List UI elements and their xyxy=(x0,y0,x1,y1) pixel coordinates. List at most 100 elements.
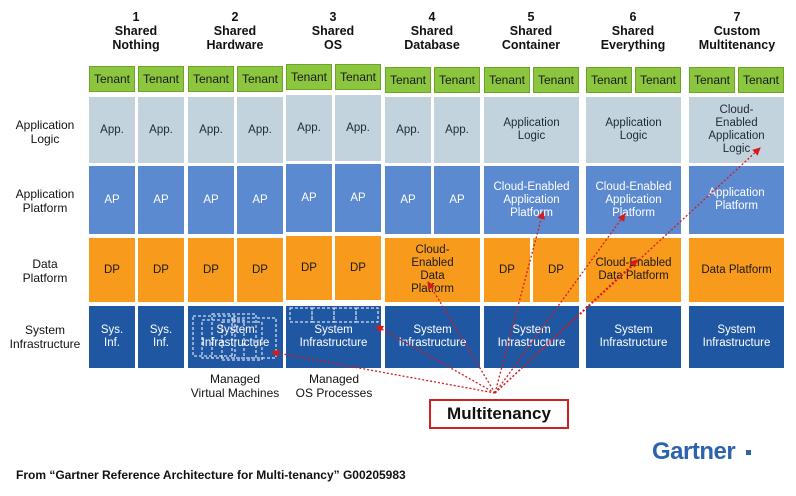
application-logic-cell: Application Logic xyxy=(586,97,681,163)
app-logic-cell: App. xyxy=(89,97,135,163)
column-number: 1 xyxy=(132,10,140,24)
system-infrastructure-cell: System Infrastructure xyxy=(586,306,681,368)
column-title-line1: Shared xyxy=(410,24,454,38)
row-label-line1: Data xyxy=(32,257,58,271)
column-number: 4 xyxy=(428,10,436,24)
ap-cell: AP xyxy=(138,166,184,234)
column-number: 6 xyxy=(629,10,637,24)
caption-line1: Managed xyxy=(308,372,360,386)
row-label-data-platform: Data Platform xyxy=(6,257,84,285)
row-label-line1: System xyxy=(24,323,65,337)
row-label-line2: Platform xyxy=(22,271,68,285)
system-infrastructure-cell: System Infrastructure xyxy=(385,306,480,368)
column-title-line2: Everything xyxy=(600,38,666,52)
ap-cell: AP xyxy=(286,164,332,232)
tenant-cell: Tenant xyxy=(138,66,184,92)
app-logic-cell: App. xyxy=(138,97,184,163)
vm-outline xyxy=(201,319,245,359)
vm-outline xyxy=(231,317,277,359)
application-logic-cell: Application Logic xyxy=(484,97,579,163)
app-logic-cell: App. xyxy=(385,97,431,163)
multitenancy-arrows xyxy=(271,147,761,394)
column-title-line2: Container xyxy=(501,38,561,52)
column-title-line2: Hardware xyxy=(206,38,264,52)
column-header-3: 3 Shared OS xyxy=(285,10,381,52)
process-outline xyxy=(333,307,357,323)
cloud-enabled-data-platform-cell: Cloud-Enabled Data Platform xyxy=(385,238,480,302)
multitenancy-label: Multitenancy xyxy=(429,399,569,429)
tenant-cell: Tenant xyxy=(738,67,784,93)
column-number: 3 xyxy=(329,10,337,24)
arrow-to-shared-database xyxy=(427,281,496,394)
arrow-to-shared-os xyxy=(375,325,496,394)
app-logic-cell: App. xyxy=(434,97,480,163)
caption-line2: Virtual Machines xyxy=(190,386,280,400)
row-label-line1: Application xyxy=(15,118,75,132)
caption-managed-os-processes: Managed OS Processes xyxy=(280,372,388,400)
gartner-logo: Gartner xyxy=(652,438,736,465)
app-logic-cell: App. xyxy=(335,95,381,161)
column-header-7: 7 Custom Multitenancy xyxy=(688,10,786,52)
column-header-5: 5 Shared Container xyxy=(483,10,579,52)
column-title-line2: Nothing xyxy=(112,38,160,52)
os-process-outlines xyxy=(289,307,379,323)
sys-inf-cell: Sys. Inf. xyxy=(138,306,184,368)
app-logic-cell: App. xyxy=(286,95,332,161)
gartner-logo-dot xyxy=(746,450,751,455)
tenant-cell: Tenant xyxy=(237,66,283,92)
tenant-cell: Tenant xyxy=(89,66,135,92)
arrow-to-shared-everything-platform xyxy=(494,213,626,394)
dp-cell: DP xyxy=(89,238,135,302)
cloud-enabled-application-platform-cell: Cloud-Enabled Application Platform xyxy=(484,166,579,234)
ap-cell: AP xyxy=(434,166,480,234)
column-number: 7 xyxy=(733,10,741,24)
column-title-line1: Shared xyxy=(213,24,257,38)
tenant-cell: Tenant xyxy=(385,67,431,93)
source-footer: From “Gartner Reference Architecture for… xyxy=(16,468,406,482)
column-title-line2: OS xyxy=(323,38,343,52)
app-logic-cell: App. xyxy=(237,97,283,163)
tenant-cell: Tenant xyxy=(335,64,381,90)
caption-managed-virtual-machines: Managed Virtual Machines xyxy=(176,372,294,400)
tenant-cell: Tenant xyxy=(286,64,332,90)
column-number: 5 xyxy=(527,10,535,24)
data-platform-cell: Data Platform xyxy=(689,238,784,302)
tenant-cell: Tenant xyxy=(484,67,530,93)
cloud-enabled-application-platform-cell: Cloud-Enabled Application Platform xyxy=(586,166,681,234)
arrow-to-shared-container xyxy=(494,211,546,394)
column-header-6: 6 Shared Everything xyxy=(585,10,681,52)
tenant-cell: Tenant xyxy=(188,66,234,92)
vm-outline xyxy=(192,315,236,357)
caption-line1: Managed xyxy=(209,372,261,386)
vm-outline xyxy=(221,321,263,361)
row-label-application-platform: Application Platform xyxy=(6,187,84,215)
process-outline xyxy=(289,307,313,323)
row-label-system-infrastructure: System Infrastructure xyxy=(6,323,84,351)
dp-cell: DP xyxy=(286,236,332,300)
system-infrastructure-cell: System Infrastructure xyxy=(484,306,579,368)
system-infrastructure-cell: System Infrastructure xyxy=(689,306,784,368)
arrow-to-shared-hardware xyxy=(271,349,496,394)
app-logic-cell: App. xyxy=(188,97,234,163)
application-platform-cell: Application Platform xyxy=(689,166,784,234)
dp-cell: DP xyxy=(138,238,184,302)
column-title-line1: Custom xyxy=(713,24,761,38)
column-header-4: 4 Shared Database xyxy=(384,10,480,52)
column-title-line2: Multitenancy xyxy=(698,38,776,52)
row-label-line1: Application xyxy=(15,187,75,201)
ap-cell: AP xyxy=(188,166,234,234)
column-header-1: 1 Shared Nothing xyxy=(88,10,184,52)
sys-inf-cell: Sys. Inf. xyxy=(89,306,135,368)
column-header-2: 2 Shared Hardware xyxy=(187,10,283,52)
ap-cell: AP xyxy=(335,164,381,232)
arrow-to-custom-multitenancy xyxy=(494,147,761,394)
cloud-enabled-application-logic-cell: Cloud-Enabled Application Logic xyxy=(689,97,784,163)
tenant-cell: Tenant xyxy=(586,67,632,93)
row-label-line2: Infrastructure xyxy=(9,337,81,351)
tenant-cell: Tenant xyxy=(434,67,480,93)
column-title-line2: Database xyxy=(404,38,460,52)
dp-cell: DP xyxy=(237,238,283,302)
dp-cell: DP xyxy=(335,236,381,300)
process-outline xyxy=(311,307,335,323)
